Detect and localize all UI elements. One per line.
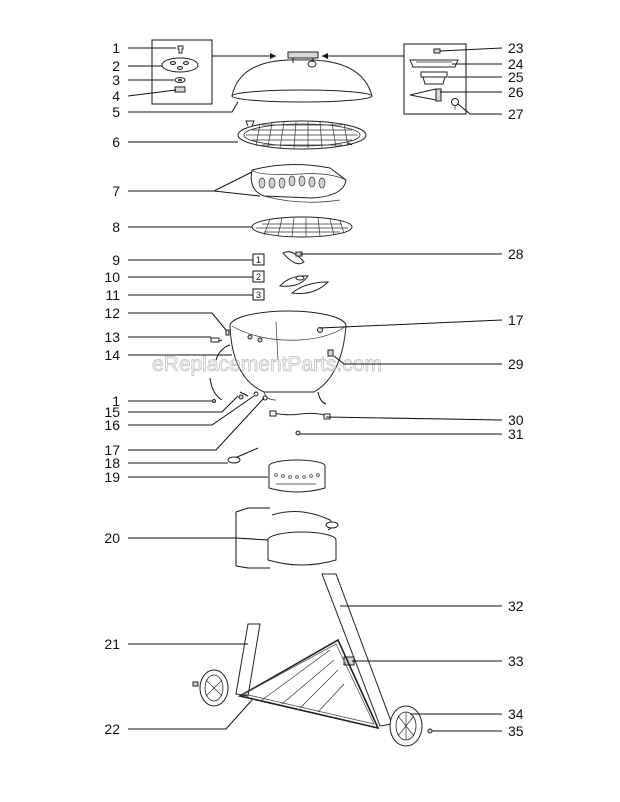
callout-4: 4 — [112, 88, 120, 104]
svg-text:3: 3 — [256, 290, 261, 300]
callout-7: 7 — [112, 183, 120, 199]
callout-9: 9 — [112, 252, 120, 268]
callout-26: 26 — [508, 84, 524, 100]
left-leader-lines — [127, 47, 270, 730]
boxed-number-1: 1 — [252, 253, 265, 266]
callout-33: 33 — [508, 653, 524, 669]
callout-31: 31 — [508, 426, 524, 442]
callout-6: 6 — [112, 134, 120, 150]
charcoal-baskets — [250, 163, 347, 203]
boxed-number-3: 3 — [252, 288, 265, 301]
callout-28: 28 — [508, 246, 524, 262]
callout-5: 5 — [112, 104, 120, 120]
boxed-number-2: 2 — [252, 270, 265, 283]
left-callout-numbers: 1 2 3 4 5 6 7 8 9 10 11 12 13 14 1 15 16… — [104, 40, 120, 737]
left-inset-box — [151, 39, 213, 105]
callout-15: 15 — [104, 404, 120, 420]
watermark-text: eReplacementParts.com — [152, 353, 382, 376]
callout-10: 10 — [104, 269, 120, 285]
svg-text:2: 2 — [256, 272, 261, 282]
callout-20: 20 — [104, 530, 120, 546]
callout-12: 12 — [104, 305, 120, 321]
callout-1b: 1 — [112, 393, 120, 409]
callout-22: 22 — [104, 721, 120, 737]
right-leader-lines — [300, 47, 503, 732]
callout-14: 14 — [104, 347, 120, 363]
callout-34: 34 — [508, 706, 524, 722]
grill-lid — [231, 51, 373, 103]
charcoal-grate — [251, 216, 353, 238]
ash-catcher — [268, 459, 326, 493]
callout-29: 29 — [508, 356, 524, 372]
callout-24: 24 — [508, 56, 524, 72]
callout-35: 35 — [508, 723, 524, 739]
callout-8: 8 — [112, 219, 120, 235]
damper-blades — [278, 251, 330, 294]
callout-32: 32 — [508, 598, 524, 614]
callout-2: 2 — [112, 58, 120, 74]
handle-wire — [227, 447, 259, 464]
callout-1: 1 — [112, 40, 120, 56]
right-callout-numbers: 23 24 25 26 27 28 17 29 30 31 32 33 34 3… — [508, 40, 524, 739]
inset-arrows — [212, 53, 404, 59]
callout-19: 19 — [104, 469, 120, 485]
callout-16: 16 — [104, 417, 120, 433]
callout-30: 30 — [508, 412, 524, 428]
callout-3: 3 — [112, 72, 120, 88]
callout-18: 18 — [104, 455, 120, 471]
grill-bowl — [209, 310, 347, 405]
callout-25: 25 — [508, 69, 524, 85]
grill-stand — [192, 573, 433, 747]
svg-text:1: 1 — [256, 255, 261, 265]
callout-21: 21 — [104, 636, 120, 652]
callout-17b: 17 — [508, 312, 524, 328]
ash-pan — [267, 510, 339, 566]
callout-27: 27 — [508, 106, 524, 122]
cooking-grate — [237, 120, 367, 150]
callout-23: 23 — [508, 40, 524, 56]
callout-13: 13 — [104, 329, 120, 345]
callout-17a: 17 — [104, 442, 120, 458]
ash-sweep — [269, 410, 331, 436]
right-inset-box — [403, 43, 467, 115]
callout-11: 11 — [105, 287, 120, 303]
